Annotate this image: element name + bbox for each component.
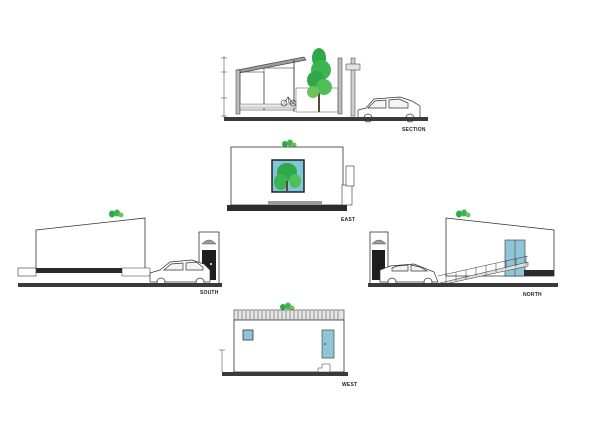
- roof-slab: [236, 56, 307, 74]
- west-label: WEST: [342, 382, 357, 388]
- south-facade: [35, 217, 146, 273]
- east-label: EAST: [341, 217, 355, 223]
- car-icon: [149, 259, 211, 287]
- base-band: [36, 268, 145, 273]
- dimension-line: [221, 56, 227, 118]
- section-label: SECTION: [402, 127, 426, 133]
- base-band: [227, 205, 347, 211]
- shrub-icon: [280, 302, 295, 311]
- ground-line: [224, 117, 428, 121]
- east-elevation: EAST: [227, 139, 355, 223]
- tree-icon: [307, 48, 332, 112]
- car-icon: [379, 263, 439, 287]
- north-label: NORTH: [523, 292, 542, 298]
- ground-line: [18, 283, 222, 287]
- shrub-icon: [456, 209, 471, 218]
- section-drawing: SECTION: [221, 48, 428, 133]
- west-elevation: WEST: [219, 302, 357, 388]
- north-elevation: NORTH: [368, 209, 558, 298]
- south-label: SOUTH: [200, 290, 219, 296]
- ground-line: [222, 372, 348, 376]
- west-door: [321, 329, 335, 359]
- south-elevation: SOUTH: [17, 209, 222, 296]
- west-window: [242, 329, 254, 341]
- shrub-icon: [282, 139, 297, 148]
- ground-line: [368, 283, 558, 287]
- west-roof-band: [233, 309, 345, 321]
- base-band: [524, 270, 554, 276]
- section-glazing: [263, 67, 295, 111]
- north-facade: [445, 217, 555, 277]
- section-wall: [235, 69, 241, 115]
- shrub-icon: [109, 209, 124, 218]
